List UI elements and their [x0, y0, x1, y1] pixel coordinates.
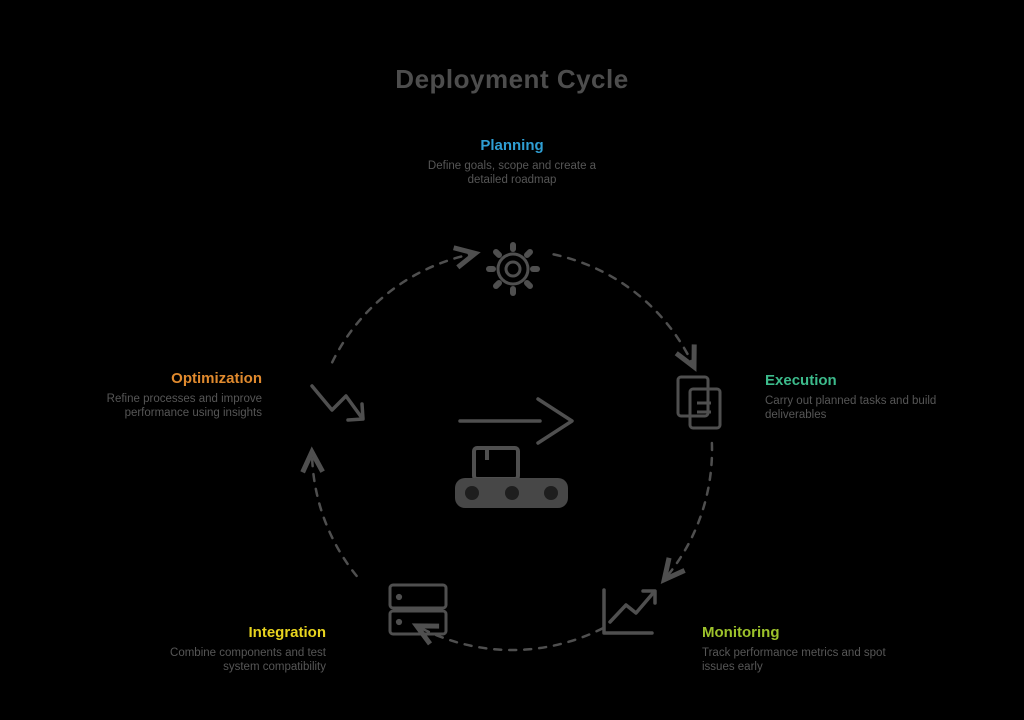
phase-execution-label: Execution [765, 372, 837, 389]
desc-line: system compatibility [223, 660, 326, 673]
pipeline-icon [455, 446, 568, 508]
desc-line: Track performance metrics and spot [702, 647, 886, 659]
phase-optimization-label: Optimization [171, 370, 262, 387]
zigzag-arrow-icon [310, 384, 365, 422]
phase-planning-desc: Define goals, scope and create a detaile… [332, 160, 692, 187]
desc-line: performance using insights [124, 406, 262, 419]
desc-line: Combine components and test [170, 647, 326, 659]
desc-line: deliverables [765, 408, 827, 421]
desc-line: detailed roadmap [467, 173, 557, 186]
desc-line: Refine processes and improve [106, 393, 262, 405]
desc-line: issues early [702, 660, 763, 673]
phase-integration-label: Integration [248, 624, 327, 641]
gear-icon [486, 242, 540, 296]
phase-optimization: Optimization Refine processes and improv… [58, 370, 262, 420]
phase-monitoring-label: Monitoring [702, 624, 780, 641]
phase-monitoring-desc: Track performance metrics and spot issue… [702, 647, 912, 674]
phase-integration: Integration Combine components and test … [130, 624, 326, 674]
phase-execution: Execution Carry out planned tasks and bu… [765, 372, 975, 422]
phase-optimization-desc: Refine processes and improve performance… [58, 393, 262, 420]
phase-integration-desc: Combine components and test system compa… [130, 647, 326, 674]
phase-execution-desc: Carry out planned tasks and build delive… [765, 395, 975, 422]
documents-icon [676, 375, 722, 430]
desc-line: Carry out planned tasks and build [765, 395, 937, 407]
stack-icon [388, 583, 448, 636]
phase-monitoring: Monitoring Track performance metrics and… [702, 624, 912, 674]
desc-line: Define goals, scope and create a [427, 160, 597, 172]
cycle-arcs [300, 245, 714, 652]
chart-arrow-icon [602, 588, 657, 635]
diagram-title: Deployment Cycle [395, 64, 629, 94]
phase-planning-label: Planning [480, 137, 544, 154]
right-arrow-icon [458, 397, 574, 445]
phase-planning: Planning Define goals, scope and create … [332, 137, 692, 187]
